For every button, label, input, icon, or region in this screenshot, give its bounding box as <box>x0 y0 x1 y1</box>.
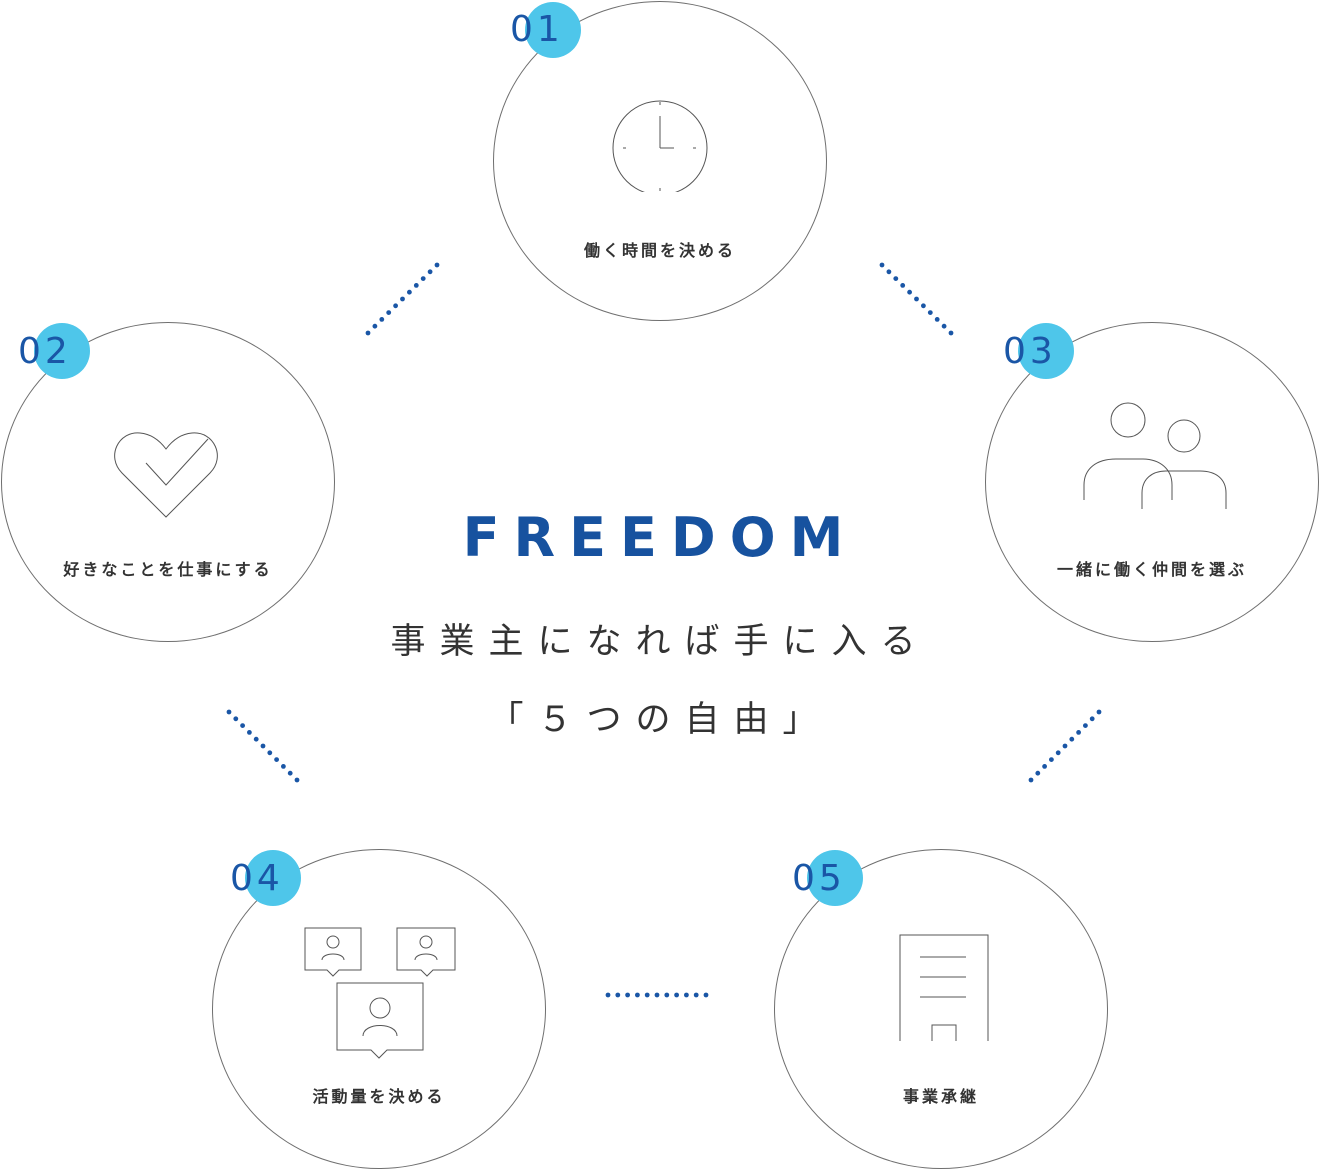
connector-dot <box>274 757 279 762</box>
connector-dot <box>893 276 899 281</box>
badge-04 <box>245 850 301 906</box>
connector-dot <box>393 303 398 309</box>
connector-dot <box>914 296 919 302</box>
diagram-title: FREEDOM <box>462 506 858 569</box>
connector-dot <box>927 310 933 315</box>
connector-dot <box>879 262 885 268</box>
connector-dot <box>1076 730 1081 735</box>
connector-dot <box>1062 743 1068 749</box>
connector-dot <box>900 283 906 288</box>
connector-dot <box>386 310 392 315</box>
connector-dot <box>365 330 371 336</box>
connector-dot <box>240 723 246 728</box>
document-building-icon <box>899 934 989 1041</box>
connector-dot <box>413 283 419 288</box>
connector-dot <box>664 992 670 998</box>
connector-dot <box>703 992 709 998</box>
step-number-02: 02 <box>18 331 72 372</box>
connector-dot <box>1089 716 1095 722</box>
connector-dot <box>260 743 266 749</box>
connector-dot <box>427 269 433 275</box>
connector-dot <box>294 777 300 783</box>
connector-dot <box>379 317 385 322</box>
connector-dot <box>934 317 940 322</box>
connector-dot <box>635 992 640 998</box>
clock-icon <box>612 100 708 192</box>
connector-dot <box>948 330 954 336</box>
connector-dot <box>684 992 689 998</box>
connector-dot <box>644 992 650 998</box>
connector-dot <box>253 736 259 742</box>
step-number-05: 05 <box>792 858 846 899</box>
badge-05 <box>807 850 863 906</box>
connector-dot <box>281 764 286 769</box>
badge-02 <box>34 323 90 379</box>
people-icon <box>1083 402 1227 509</box>
connector-dot <box>434 262 440 268</box>
connector-dot <box>267 750 273 756</box>
connector-dot <box>233 716 239 722</box>
connector-dot <box>674 992 679 998</box>
connector-02-01 <box>365 262 440 336</box>
profile-cards-icon <box>304 927 456 1059</box>
connector-04-05 <box>605 992 709 998</box>
connector-dot <box>625 992 630 998</box>
connector-dot <box>1042 764 1047 769</box>
subtitle-line-2: 「５つの自由」 <box>488 700 832 740</box>
badge-03 <box>1018 323 1074 379</box>
connector-dot <box>1028 777 1034 783</box>
badge-01 <box>525 2 581 58</box>
heart-check-icon <box>114 432 218 518</box>
connector-dot <box>654 992 660 998</box>
step-number-01: 01 <box>510 9 564 50</box>
connector-01-03 <box>879 262 954 336</box>
connector-dot <box>1049 757 1054 762</box>
connector-dot <box>287 770 293 776</box>
connector-dot <box>1096 709 1102 715</box>
node-label: 働く時間を決める <box>583 241 736 260</box>
connector-dot <box>372 323 378 329</box>
connector-dot <box>400 296 405 302</box>
connector-dot <box>226 709 232 715</box>
connector-dot <box>941 323 947 329</box>
connector-dot <box>420 276 426 281</box>
connector-dot <box>1083 723 1088 728</box>
connector-03-05 <box>1028 709 1102 783</box>
node-label: 活動量を決める <box>312 1087 446 1106</box>
connector-dot <box>247 730 252 735</box>
step-number-04: 04 <box>230 858 284 899</box>
connector-02-04 <box>226 709 300 783</box>
connector-dot <box>1069 736 1075 742</box>
step-number-03: 03 <box>1003 331 1057 372</box>
connector-dot <box>615 992 621 998</box>
subtitle-line-1: 事業主になれば手に入る <box>390 622 930 662</box>
connector-dot <box>407 289 412 295</box>
node-label: 事業承継 <box>902 1087 979 1106</box>
connector-dot <box>1035 770 1041 776</box>
connector-dot <box>693 992 699 998</box>
connector-dot <box>921 303 926 309</box>
connector-dot <box>1055 750 1061 756</box>
connector-dot <box>605 992 611 998</box>
node-label: 一緒に働く仲間を選ぶ <box>1056 560 1247 579</box>
connector-dot <box>907 289 912 295</box>
connector-dot <box>886 269 892 275</box>
node-label: 好きなことを仕事にする <box>63 560 273 579</box>
